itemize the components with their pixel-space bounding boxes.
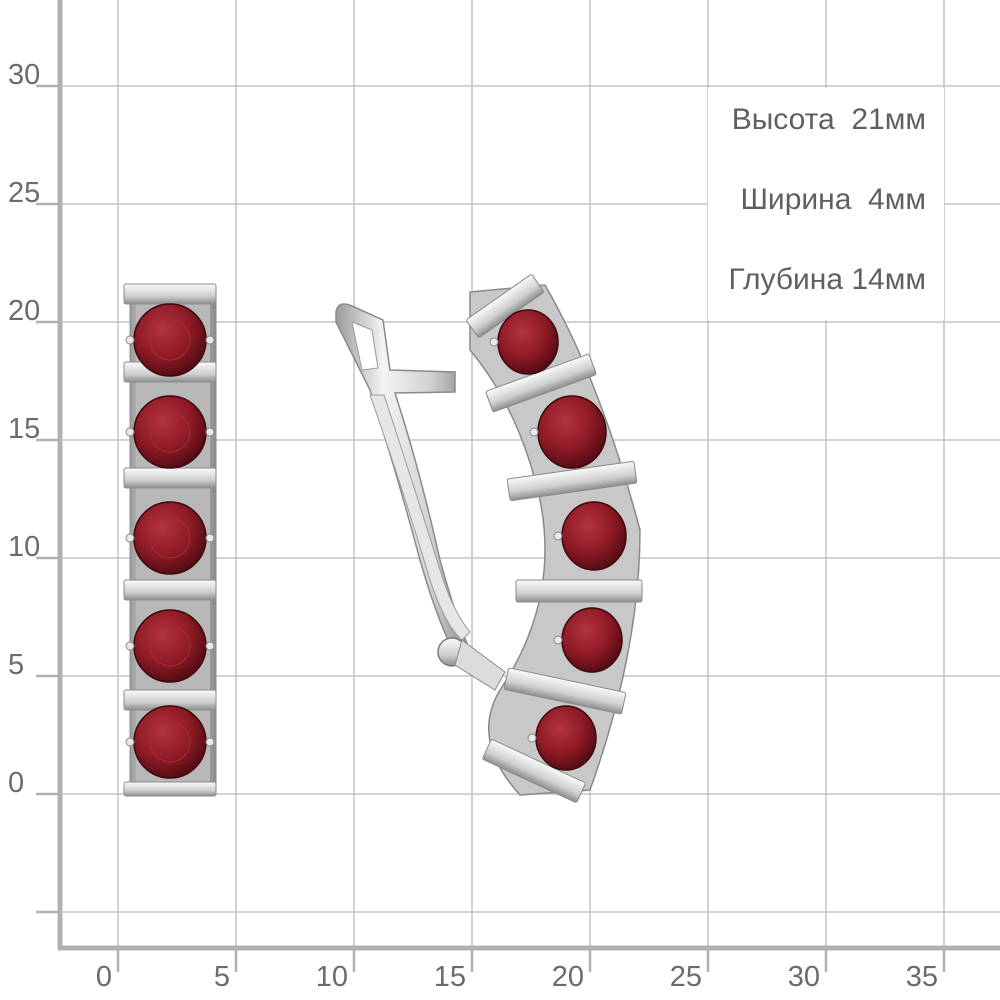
- prong: [529, 427, 539, 437]
- prong: [125, 335, 135, 345]
- stone-facet: [149, 319, 191, 361]
- setting-bar: [482, 739, 586, 803]
- x-tick-label: 35: [906, 961, 938, 993]
- x-tick-label: 15: [434, 961, 466, 993]
- y-axis-ticks: 30 25 20 15 10 5 0: [8, 59, 60, 914]
- x-tick-label: 25: [670, 961, 702, 993]
- y-tick-label: 10: [8, 531, 40, 563]
- setting-bar: [506, 460, 638, 502]
- setting-bar: [123, 283, 217, 305]
- y-tick-label: 15: [8, 413, 40, 445]
- garnet-stone: [561, 501, 627, 571]
- width-dimension: Ширина 4мм: [736, 183, 930, 217]
- stone-facet: [149, 517, 191, 559]
- setting-bar: [503, 667, 627, 715]
- garnet-stone: [133, 395, 207, 469]
- y-tick-label: 0: [8, 767, 24, 799]
- garnet-stone: [133, 609, 207, 683]
- depth-dimension: Глубина 14мм: [724, 263, 930, 297]
- prong: [553, 635, 563, 645]
- garnet-stone: [535, 705, 597, 771]
- earring-front-view: [123, 283, 217, 797]
- axes: [57, 0, 1000, 951]
- x-tick-label: 0: [96, 961, 112, 993]
- y-tick-label: 5: [8, 649, 24, 681]
- prong: [553, 531, 563, 541]
- garnet-stone: [561, 607, 623, 673]
- stone-facet: [149, 625, 191, 667]
- garnet-stone: [133, 705, 207, 779]
- y-tick-label: 25: [8, 177, 40, 209]
- x-axis-ticks: 0 5 10 15 20 25 30 35: [96, 948, 946, 993]
- prong: [205, 737, 215, 747]
- prong: [205, 335, 215, 345]
- prong: [205, 427, 215, 437]
- lever-window: [351, 321, 379, 371]
- x-tick-label: 20: [552, 961, 584, 993]
- garnet-stone: [133, 303, 207, 377]
- setting-bar: [515, 579, 643, 603]
- stone-facet: [149, 411, 191, 453]
- prong: [205, 533, 215, 543]
- prong: [125, 737, 135, 747]
- prong: [205, 641, 215, 651]
- garnet-stone: [537, 395, 607, 469]
- stone-facet: [149, 721, 191, 763]
- prong: [527, 733, 537, 743]
- setting-bar: [123, 467, 217, 489]
- garnet-stone: [133, 501, 207, 575]
- x-tick-label: 5: [214, 961, 230, 993]
- prong: [125, 641, 135, 651]
- prong: [489, 337, 499, 347]
- height-dimension: Высота 21мм: [727, 103, 930, 137]
- x-tick-label: 10: [316, 961, 348, 993]
- hinge-link: [454, 639, 506, 691]
- setting-bar: [123, 579, 217, 601]
- setting-bar: [123, 781, 217, 797]
- x-tick-label: 30: [788, 961, 820, 993]
- y-tick-label: 30: [8, 59, 40, 91]
- lever-arm: [369, 394, 471, 641]
- prong: [125, 533, 135, 543]
- garnet-stone: [497, 309, 559, 375]
- earring-side-view: [335, 274, 643, 803]
- prong: [125, 427, 135, 437]
- y-tick-label: 20: [8, 295, 40, 327]
